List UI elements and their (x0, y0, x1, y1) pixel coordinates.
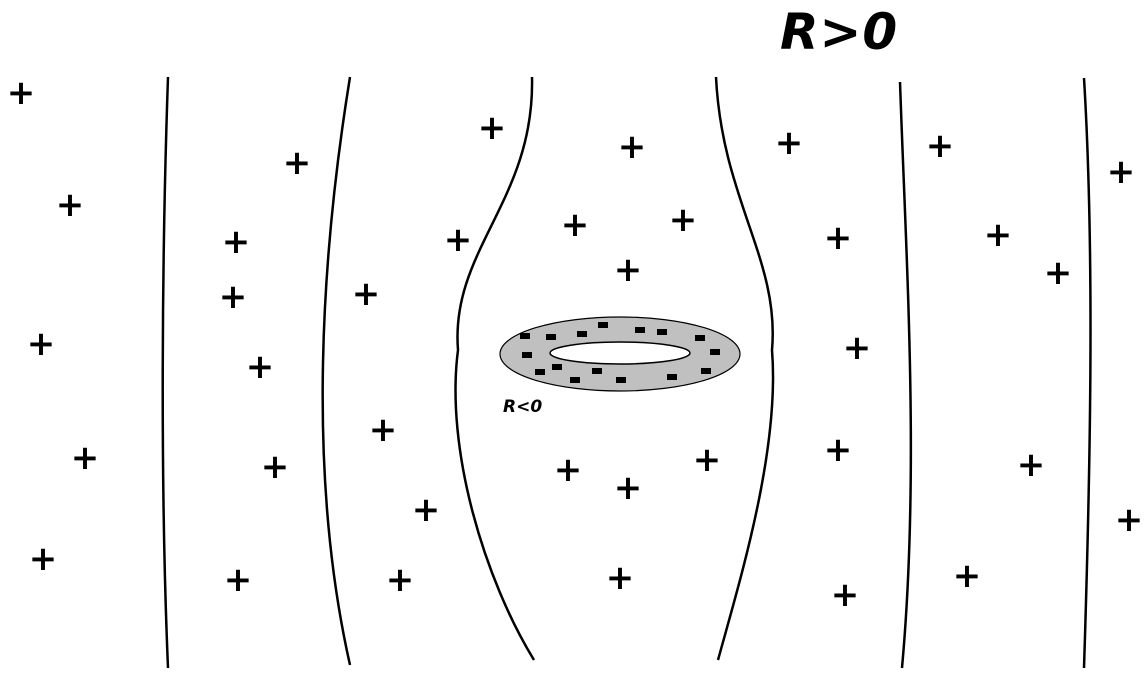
minus-sign (552, 364, 562, 370)
minus-sign (635, 327, 645, 333)
minus-sign (657, 329, 667, 335)
plus-sign: + (618, 127, 647, 167)
plus-sign: + (71, 438, 100, 478)
minus-sign (546, 334, 556, 340)
plus-sign: + (444, 220, 473, 260)
field-line-5 (900, 82, 911, 668)
minus-sign (695, 335, 705, 341)
plus-sign: + (224, 560, 253, 600)
plus-sign: + (478, 108, 507, 148)
field-line-2 (323, 77, 350, 665)
plus-sign: + (614, 468, 643, 508)
minus-sign (592, 368, 602, 374)
plus-sign: + (369, 410, 398, 450)
field-line-6 (1084, 78, 1091, 668)
minus-sign (710, 349, 720, 355)
ring-hole (550, 342, 690, 364)
plus-sign: + (1107, 152, 1136, 192)
plus-sign: + (29, 539, 58, 579)
plus-sign: + (1115, 500, 1144, 540)
minus-sign (535, 369, 545, 375)
plus-sign: + (669, 200, 698, 240)
minus-sign (577, 331, 587, 337)
plus-sign: + (775, 123, 804, 163)
plus-sign: + (824, 218, 853, 258)
field-line-1 (163, 77, 168, 668)
plus-sign: + (56, 185, 85, 225)
plus-sign: + (246, 347, 275, 387)
outer-region-label: R>0 (780, 4, 898, 60)
minus-sign (598, 322, 608, 328)
plus-sign: + (1017, 445, 1046, 485)
plus-sign: + (984, 215, 1013, 255)
plus-sign: + (824, 430, 853, 470)
minus-sign (520, 333, 530, 339)
plus-sign: + (27, 324, 56, 364)
plus-sign: + (219, 277, 248, 317)
plus-sign: + (283, 143, 312, 183)
plus-sign: + (561, 205, 590, 245)
plus-sign: + (831, 575, 860, 615)
plus-sign: + (614, 250, 643, 290)
plus-sign: + (606, 558, 635, 598)
plus-sign: + (7, 73, 36, 113)
plus-sign: + (261, 447, 290, 487)
plus-sign: + (222, 222, 251, 262)
plus-sign: + (953, 556, 982, 596)
plus-sign: + (1044, 253, 1073, 293)
minus-sign (570, 377, 580, 383)
minus-sign (522, 352, 532, 358)
plus-sign: + (926, 126, 955, 166)
plus-sign: + (843, 328, 872, 368)
plus-sign: + (352, 274, 381, 314)
minus-sign (616, 377, 626, 383)
minus-sign (667, 374, 677, 380)
plus-sign: + (412, 490, 441, 530)
plus-sign: + (386, 560, 415, 600)
plus-sign: + (693, 440, 722, 480)
plus-sign: + (554, 450, 583, 490)
inner-region-label: R<0 (503, 397, 542, 417)
minus-sign (701, 368, 711, 374)
